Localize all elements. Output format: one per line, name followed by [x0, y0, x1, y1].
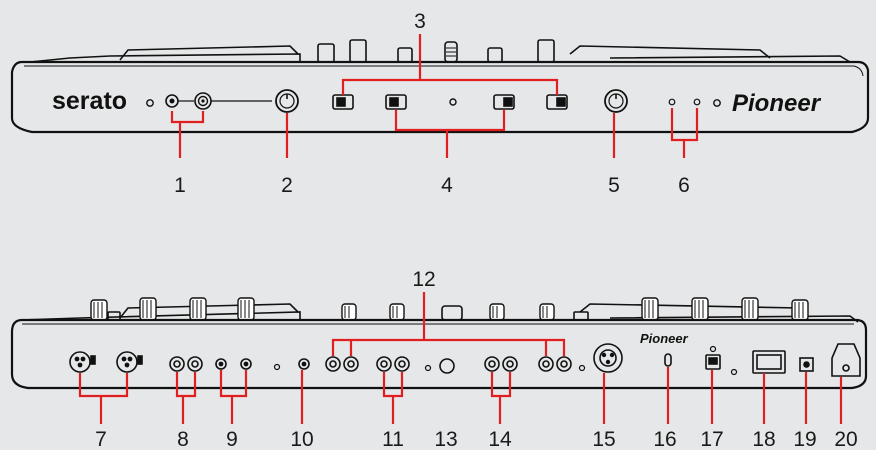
callout-label-12: 12 [412, 268, 435, 291]
screw-icon [449, 98, 457, 106]
rca-master-outputs [169, 356, 203, 372]
front-top-silhouette [29, 39, 851, 63]
knob-icon [90, 299, 108, 321]
callout-label-8: 8 [177, 428, 189, 450]
callout-label-9: 9 [226, 428, 238, 450]
knob-icon [641, 297, 659, 321]
knob-icon [139, 297, 157, 321]
knob-icon [237, 297, 255, 321]
front-panel-body [10, 60, 870, 134]
rca-phono-line-input-2 [484, 356, 518, 372]
cord-hook [831, 343, 861, 377]
knob-icon [489, 303, 505, 321]
mic-level-knob [604, 89, 628, 113]
screw-icon [713, 99, 721, 107]
callout-label-19: 19 [793, 428, 816, 450]
callout-label-6: 6 [678, 174, 690, 197]
serato-logo: serato [52, 87, 127, 115]
callout-label-13: 13 [434, 428, 457, 450]
callout-label-1: 1 [174, 174, 186, 197]
callout-label-16: 16 [653, 428, 676, 450]
callout-label-17: 17 [700, 428, 723, 450]
knob-icon [341, 303, 357, 321]
indicator-led [668, 98, 676, 106]
input-select-switch-left [385, 94, 407, 110]
usb-port [705, 345, 738, 376]
callout-label-10: 10 [290, 428, 313, 450]
callout-label-20: 20 [834, 428, 857, 450]
mic-combo-input [593, 343, 623, 373]
screw-icon [273, 363, 281, 371]
knob-icon [539, 303, 555, 321]
xlr-master-outputs [69, 351, 143, 373]
knob-icon [189, 297, 207, 321]
callout-label-11: 11 [382, 428, 404, 450]
rca-input-right [538, 356, 586, 372]
headphone-quarter-jack [194, 92, 212, 110]
pioneer-logo: Pioneer [732, 90, 822, 117]
dc-in-jack [799, 357, 814, 372]
knob-icon [691, 297, 709, 321]
callout-label-18: 18 [752, 428, 775, 450]
front-panel: serato [10, 10, 870, 197]
crossfader-reverse-switch [546, 94, 568, 110]
booth-outputs [215, 358, 252, 370]
callout-label-2: 2 [281, 174, 293, 197]
callout-label-7: 7 [95, 428, 107, 450]
front-switches [332, 94, 568, 110]
rear-knob-row [90, 297, 809, 321]
headphone-mini-jack [165, 94, 179, 108]
kensington-lock-slot [664, 353, 672, 367]
screw-icon [424, 364, 432, 372]
rca-input-left [325, 356, 359, 372]
rca-phono-line-input-1 [376, 356, 410, 372]
power-switch [752, 350, 786, 374]
rear-callout-lines [78, 292, 843, 424]
callout-label-14: 14 [488, 428, 512, 450]
pioneer-logo-small: Pioneer [640, 331, 689, 346]
callout-label-15: 15 [592, 428, 615, 450]
indicator-led [693, 98, 701, 106]
callout-label-5: 5 [608, 174, 620, 197]
rear-panel: Pioneer [10, 268, 868, 450]
knob-icon [741, 297, 759, 321]
crossfader-curve-switch [332, 94, 354, 110]
callout-label-4: 4 [441, 174, 453, 197]
headphone-level-knob [275, 89, 299, 113]
callout-label-3: 3 [414, 10, 426, 33]
input-select-switch-right [493, 94, 515, 110]
knob-icon [791, 299, 809, 321]
booth-level-knob [298, 358, 310, 370]
knob-icon [389, 303, 405, 321]
signal-ground-terminal [439, 358, 455, 374]
front-callout-lines [170, 34, 699, 158]
rear-panel-body [10, 318, 868, 390]
screw-icon [146, 99, 154, 107]
